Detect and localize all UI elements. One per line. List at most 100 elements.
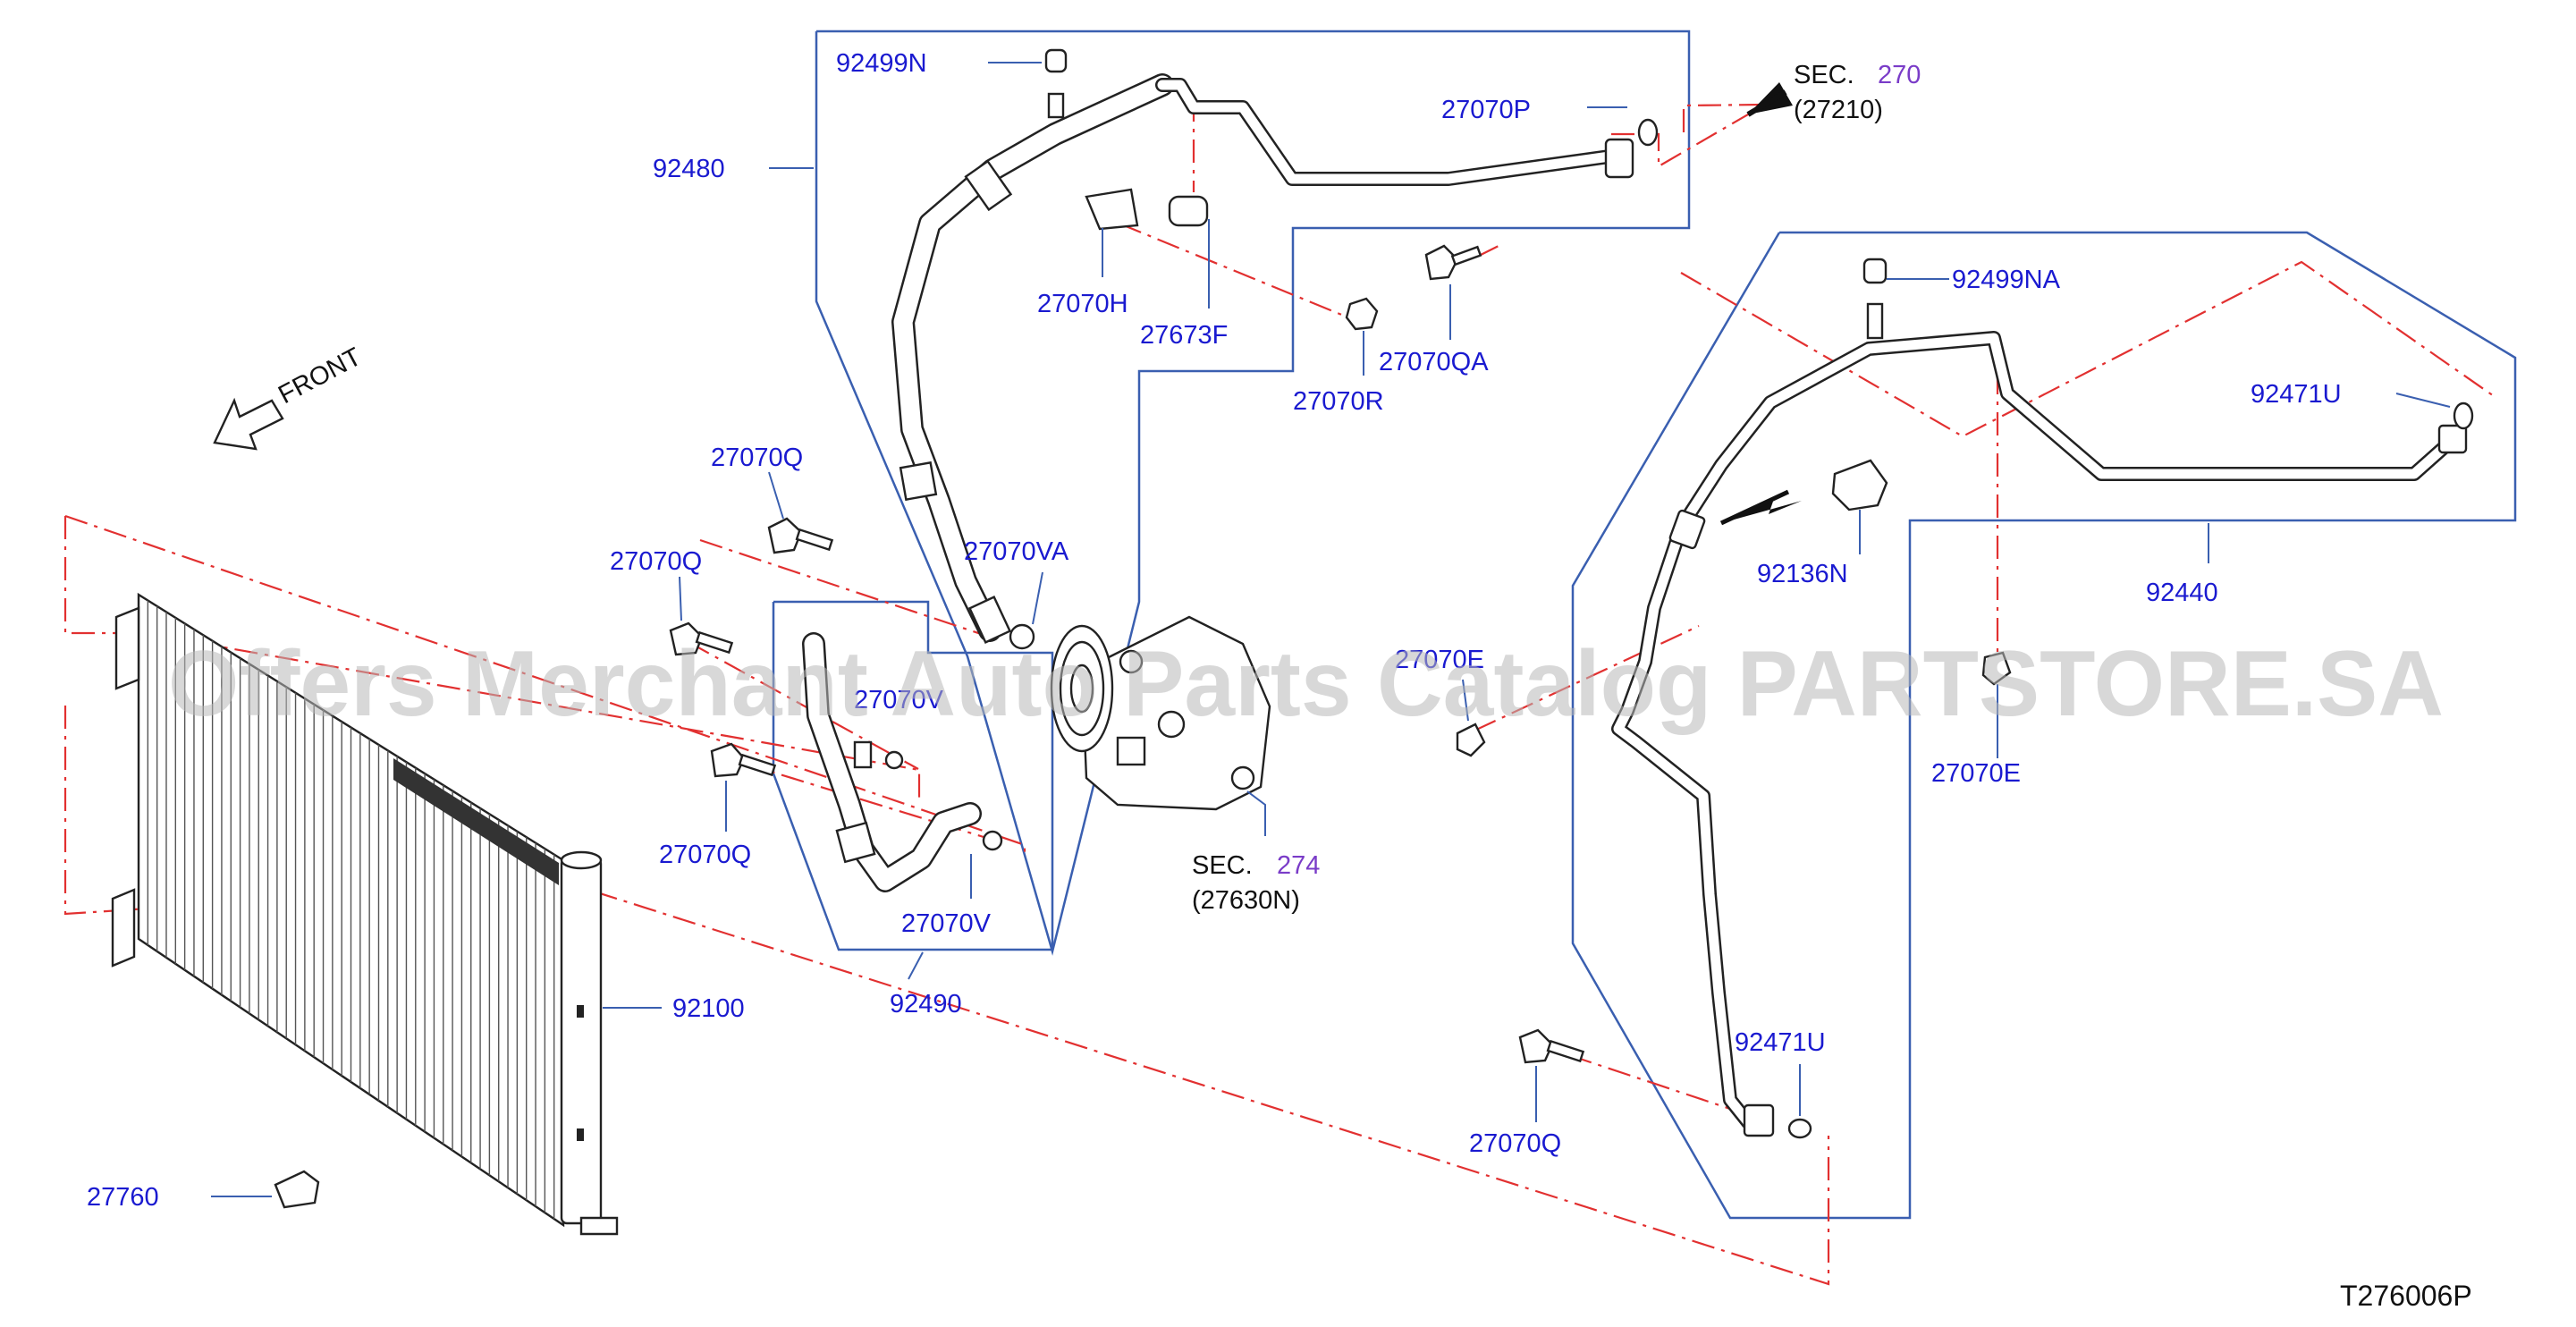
clip-27070e-right <box>1981 651 2012 686</box>
grommet-27673f <box>1168 195 1209 227</box>
bolt-27070q-3 <box>710 742 746 778</box>
hose-92480-sleeve-upper <box>964 159 1013 212</box>
leader-92490 <box>908 951 924 980</box>
oring-27070p <box>1637 118 1659 147</box>
condenser-bracket-lower <box>111 888 136 968</box>
label-92100[interactable]: 92100 <box>672 994 745 1023</box>
receiver-dryer-tank <box>560 857 603 1225</box>
oring-27070v-hidden <box>884 750 904 770</box>
label-27673f[interactable]: 27673F <box>1140 321 1228 350</box>
pipe-92440-fitting-top <box>2437 424 2468 454</box>
outline-92480 <box>815 30 1691 956</box>
label-27070r[interactable]: 27070R <box>1293 387 1384 416</box>
leader-27070e-mid <box>1462 679 1469 722</box>
leader-lines <box>211 62 2451 1197</box>
small-parts <box>274 48 2474 1209</box>
front-arrow-icon <box>213 397 284 451</box>
label-92499n[interactable]: 92499N <box>836 49 927 78</box>
receiver-fitting-a <box>577 1005 584 1018</box>
section-refs: SEC. 270 (27210) SEC. 274 (27630N) <box>1192 61 1921 915</box>
bolt-27070q-1 <box>767 517 803 554</box>
label-27070e-right[interactable]: 27070E <box>1931 759 2021 788</box>
receiver-dryer-cap <box>560 850 603 870</box>
clip-27070e-mid <box>1456 723 1486 757</box>
centerline-27070p <box>1682 103 1766 132</box>
label-92471u-bottom[interactable]: 92471U <box>1735 1028 1826 1057</box>
label-27070q-a[interactable]: 27070Q <box>711 444 803 472</box>
pipe-92440 <box>1611 331 2468 1137</box>
watermark-text: Offers Merchant Auto Parts Catalog PARTS… <box>168 632 2444 736</box>
sec274-number[interactable]: 274 <box>1277 851 1320 880</box>
outline-92490 <box>772 600 1054 951</box>
receiver-fitting-b <box>577 1128 584 1141</box>
hose-92480 <box>891 73 1634 644</box>
bolt-27070q-3-shank <box>738 753 777 777</box>
label-27070h[interactable]: 27070H <box>1037 290 1128 318</box>
label-27070q-d[interactable]: 27070Q <box>1469 1129 1561 1158</box>
valve-92499n <box>1047 92 1065 119</box>
label-92440[interactable]: 92440 <box>2146 579 2218 607</box>
oring-92471u-top <box>2453 401 2474 430</box>
sensor-27760 <box>274 1170 320 1209</box>
compressor-mount-2 <box>1230 765 1255 790</box>
sensor-92136n <box>1831 459 1888 511</box>
diagram-code: T276006P <box>2340 1280 2472 1312</box>
compressor-mount-1 <box>1157 710 1186 739</box>
label-92499na[interactable]: 92499NA <box>1952 266 2061 294</box>
label-92136n[interactable]: 92136N <box>1757 560 1848 588</box>
centerline-27070r <box>1119 222 1360 324</box>
centerline-bolt-q-mid <box>688 641 919 770</box>
valve-92499na <box>1866 302 1884 340</box>
leader-27070va <box>1032 571 1043 625</box>
label-27070q-c[interactable]: 27070Q <box>659 841 751 869</box>
part-labels: 92499N 92480 27070H 27673F 27070R 27070Q… <box>87 49 2342 1212</box>
label-27070qa[interactable]: 27070QA <box>1379 348 1489 376</box>
label-27760[interactable]: 27760 <box>87 1183 159 1212</box>
label-27070p[interactable]: 27070P <box>1441 96 1531 124</box>
front-label: FRONT <box>274 342 366 410</box>
label-92480[interactable]: 92480 <box>653 155 725 183</box>
oring-27070va <box>1009 623 1035 650</box>
group-outlines <box>772 30 2517 1220</box>
hose-92480-sleeve-lower <box>899 461 938 502</box>
bolt-27070q-2 <box>669 621 704 656</box>
arrow-to-sensor-shaft <box>1719 489 1790 526</box>
oring-92471u-bottom <box>1787 1118 1812 1139</box>
hose-92490-sleeve <box>835 821 876 864</box>
outline-92440 <box>1571 231 2517 1220</box>
pipe-92440-fitting-bottom <box>1743 1103 1775 1137</box>
hose-92480-fitting <box>1604 138 1634 179</box>
label-27070e-mid[interactable]: 27070E <box>1395 646 1484 674</box>
leader-92471u-top <box>2395 393 2451 408</box>
arrow-to-sensor <box>1721 496 1802 523</box>
condenser-fins <box>147 600 555 1220</box>
leader-27070q-a <box>768 471 784 520</box>
bolt-27070q-4 <box>1518 1028 1554 1064</box>
condenser-foot <box>579 1216 619 1236</box>
sec270-number[interactable]: 270 <box>1878 61 1921 89</box>
label-27070q-b[interactable]: 27070Q <box>610 547 702 576</box>
compressor-port-1 <box>1119 649 1144 674</box>
cap-92499n <box>1044 48 1068 73</box>
leader-27070q-b <box>679 576 682 621</box>
label-92490[interactable]: 92490 <box>890 990 962 1018</box>
label-27070va[interactable]: 27070VA <box>964 537 1069 566</box>
centerline-92440-loop <box>1680 260 2497 438</box>
hose-92490 <box>802 632 982 892</box>
hose-92480-end <box>967 596 1012 644</box>
condenser-shaded-panel <box>393 758 559 885</box>
label-27070v[interactable]: 27070V <box>901 909 992 938</box>
label-92471u-top[interactable]: 92471U <box>2251 380 2342 409</box>
sec274-ref: (27630N) <box>1192 886 1300 915</box>
centerline-27070e-mid <box>1474 625 1700 731</box>
label-27070v-hidden[interactable]: 27070V <box>854 686 944 714</box>
centerline-bolt-q-upper <box>699 538 995 640</box>
front-indicator: FRONT <box>213 342 367 451</box>
bolt-27070q-1-shank <box>795 528 834 552</box>
bracket-27070h <box>1085 188 1139 231</box>
centerline-sec270 <box>1611 104 1766 168</box>
hose-92490-fitting <box>853 740 873 769</box>
compressor-pulley-hub <box>1069 664 1094 714</box>
bolt-27070qa-shank <box>1450 245 1482 266</box>
